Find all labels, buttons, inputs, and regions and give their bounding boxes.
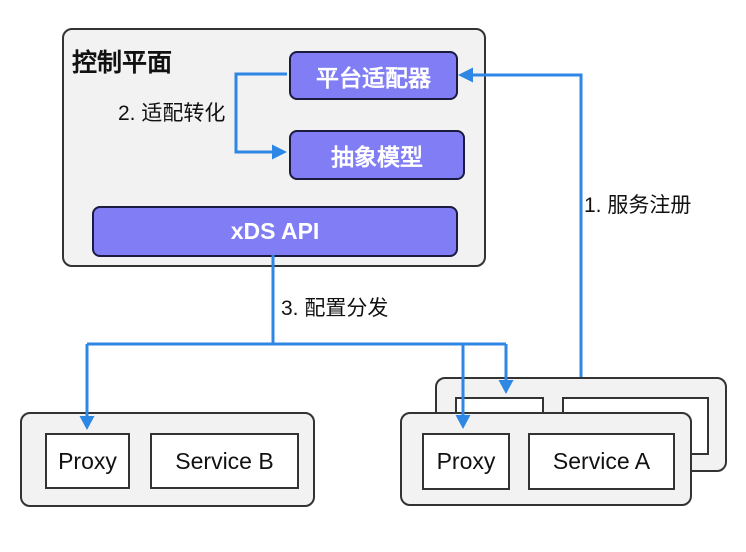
service-b-pod: Proxy Service B: [20, 412, 315, 507]
xds-api-node: xDS API: [92, 206, 458, 257]
platform-adapter-node: 平台适配器: [289, 51, 458, 100]
control-plane-title: 控制平面: [72, 49, 173, 77]
control-plane-container: 控制平面 平台适配器 抽象模型 xDS API: [62, 28, 486, 267]
service-b-proxy-box: Proxy: [45, 433, 130, 489]
label-adapt-transform: 2. 适配转化: [118, 102, 226, 125]
service-a-proxy-box: Proxy: [422, 433, 510, 490]
label-service-register: 1. 服务注册: [584, 194, 692, 217]
service-b-box: Service B: [150, 433, 299, 489]
service-a-pod: Proxy Service A: [400, 412, 692, 506]
service-a-box: Service A: [528, 433, 675, 490]
arrow-service-register: [471, 73, 583, 377]
abstract-model-node: 抽象模型: [289, 130, 465, 180]
label-config-distribute: 3. 配置分发: [281, 297, 389, 320]
